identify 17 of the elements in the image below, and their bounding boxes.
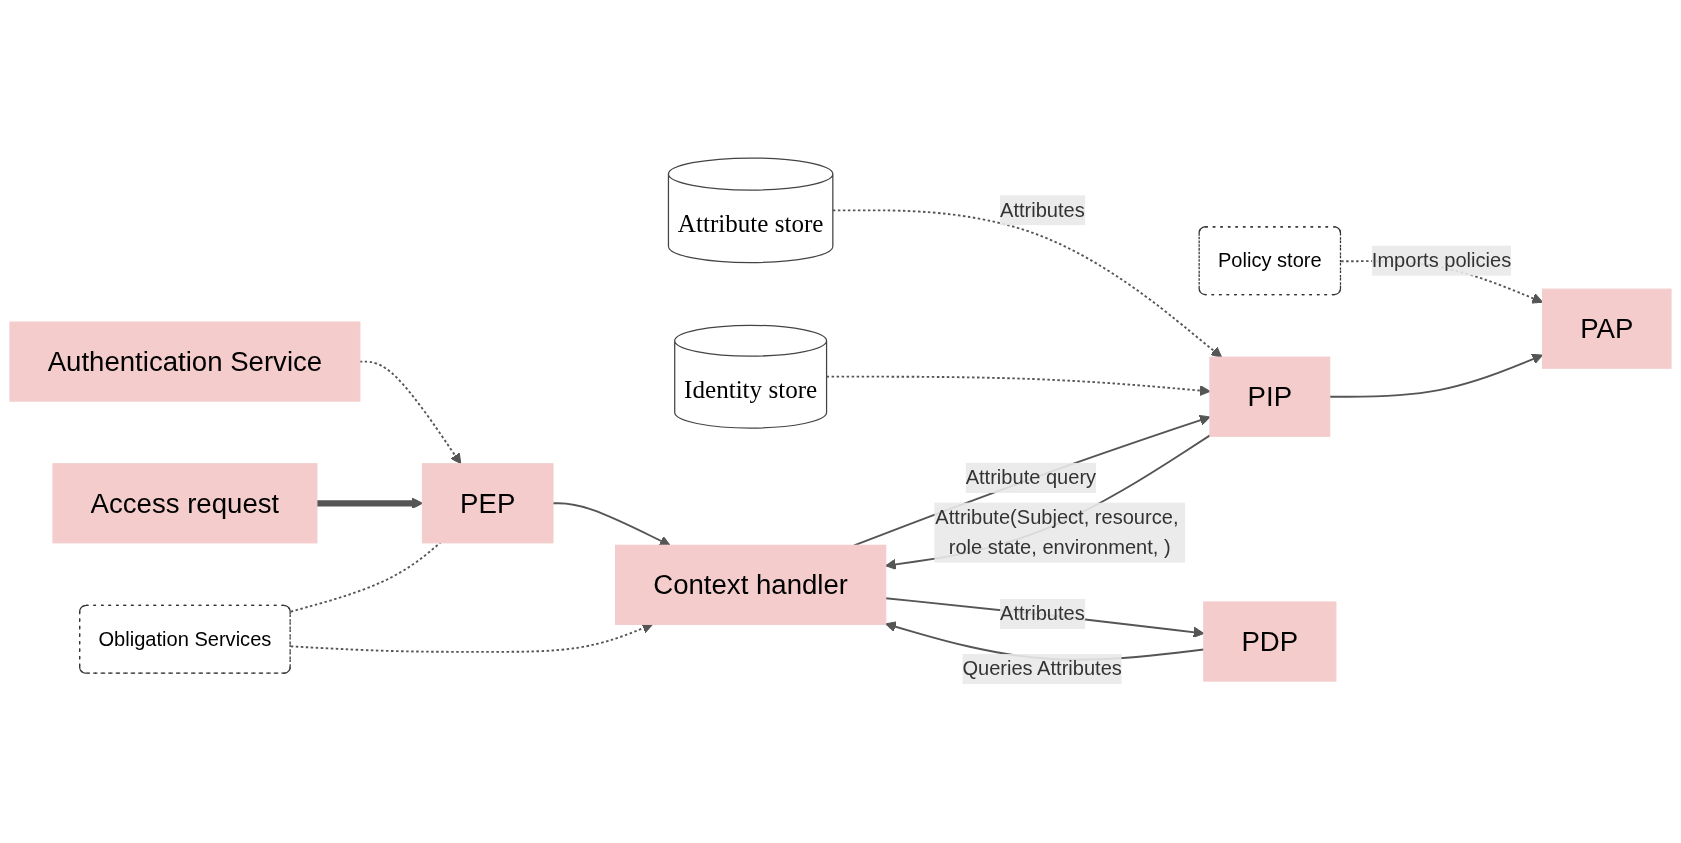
node-box: Context handler <box>615 545 887 626</box>
node-box: PEP <box>421 463 554 544</box>
arrow <box>316 498 423 510</box>
edge-label: Attributes <box>1000 603 1085 625</box>
edge-label: Attribute(Subject, resource, role state, environment, ) <box>935 506 1179 559</box>
node-box: PIP <box>1209 357 1331 438</box>
edge-label: Imports policies <box>1371 249 1512 272</box>
node-box: PAP <box>1541 289 1672 370</box>
node-box: Authentication Service <box>9 321 361 403</box>
arrow <box>831 209 1223 359</box>
edge-label: Attribute query <box>965 467 1097 489</box>
arrow <box>885 434 1211 571</box>
node-box: Access request <box>52 463 318 544</box>
node-box: PDP <box>1203 601 1337 683</box>
edge-label: Attributes <box>1000 199 1085 221</box>
edge-label: Queries Attributes <box>962 658 1122 680</box>
arrow <box>552 502 671 547</box>
